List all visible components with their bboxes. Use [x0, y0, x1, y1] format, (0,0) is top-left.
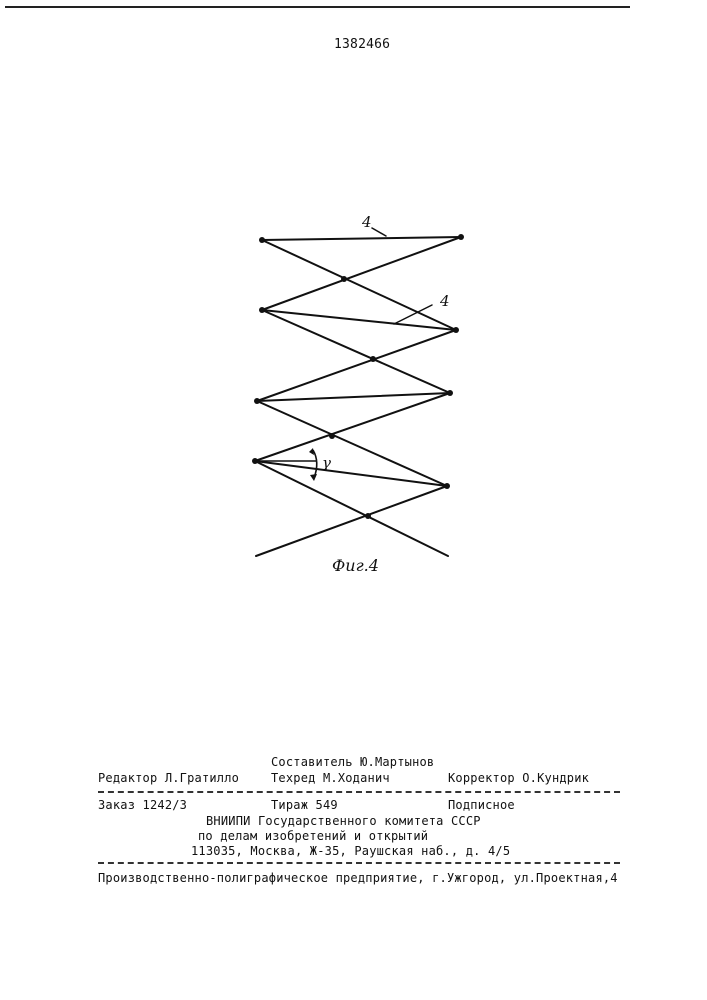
joint [370, 356, 376, 362]
dashed-separator [98, 791, 620, 793]
diagonal [262, 310, 450, 393]
joint [447, 390, 453, 396]
subscription-line: Подписное [448, 798, 515, 812]
organization-line-1: ВНИИПИ Государственного комитета СССР [206, 814, 481, 828]
editor-line: Редактор Л.Гратилло [98, 771, 239, 785]
link [257, 393, 450, 401]
leader-line-top [372, 228, 386, 236]
diagonal [257, 330, 456, 401]
diagonal [262, 237, 461, 310]
joint [444, 483, 450, 489]
diagonal [256, 486, 447, 556]
dashed-separator [98, 862, 620, 864]
techred-line: Техред М.Ходанич [271, 771, 390, 785]
organization-address: 113035, Москва, Ж-35, Раушская наб., д. … [191, 844, 510, 858]
joint [252, 458, 258, 464]
part-label-4-mid: 4 [439, 292, 450, 310]
link-4-top [262, 237, 461, 240]
joint [259, 237, 265, 243]
joint [458, 234, 464, 240]
figure-4-drawing: 4 4 γ [0, 0, 707, 600]
diagonal [255, 393, 450, 461]
leader-line-mid [394, 305, 432, 324]
circulation-line: Тираж 549 [271, 798, 338, 812]
printer-line: Производственно-полиграфическое предприя… [98, 871, 618, 885]
joint [365, 513, 371, 519]
figure-caption: Фиг.4 [332, 556, 379, 575]
joint [453, 327, 459, 333]
joint [341, 276, 347, 282]
part-label-4-top: 4 [361, 213, 372, 231]
angle-label-gamma: γ [322, 454, 331, 472]
joint [329, 433, 335, 439]
angle-arrow-top [309, 448, 314, 455]
organization-line-2: по делам изобретений и открытий [198, 829, 428, 843]
corrector-line: Корректор О.Кундрик [448, 771, 589, 785]
order-line: Заказ 1242/3 [98, 798, 187, 812]
angle-arrow-bottom [310, 474, 317, 481]
compiler-line: Составитель Ю.Мартынов [271, 755, 434, 769]
link-4-mid [262, 310, 456, 330]
joint [259, 307, 265, 313]
joint [254, 398, 260, 404]
diagonal [255, 461, 448, 556]
diagonal [262, 240, 456, 330]
